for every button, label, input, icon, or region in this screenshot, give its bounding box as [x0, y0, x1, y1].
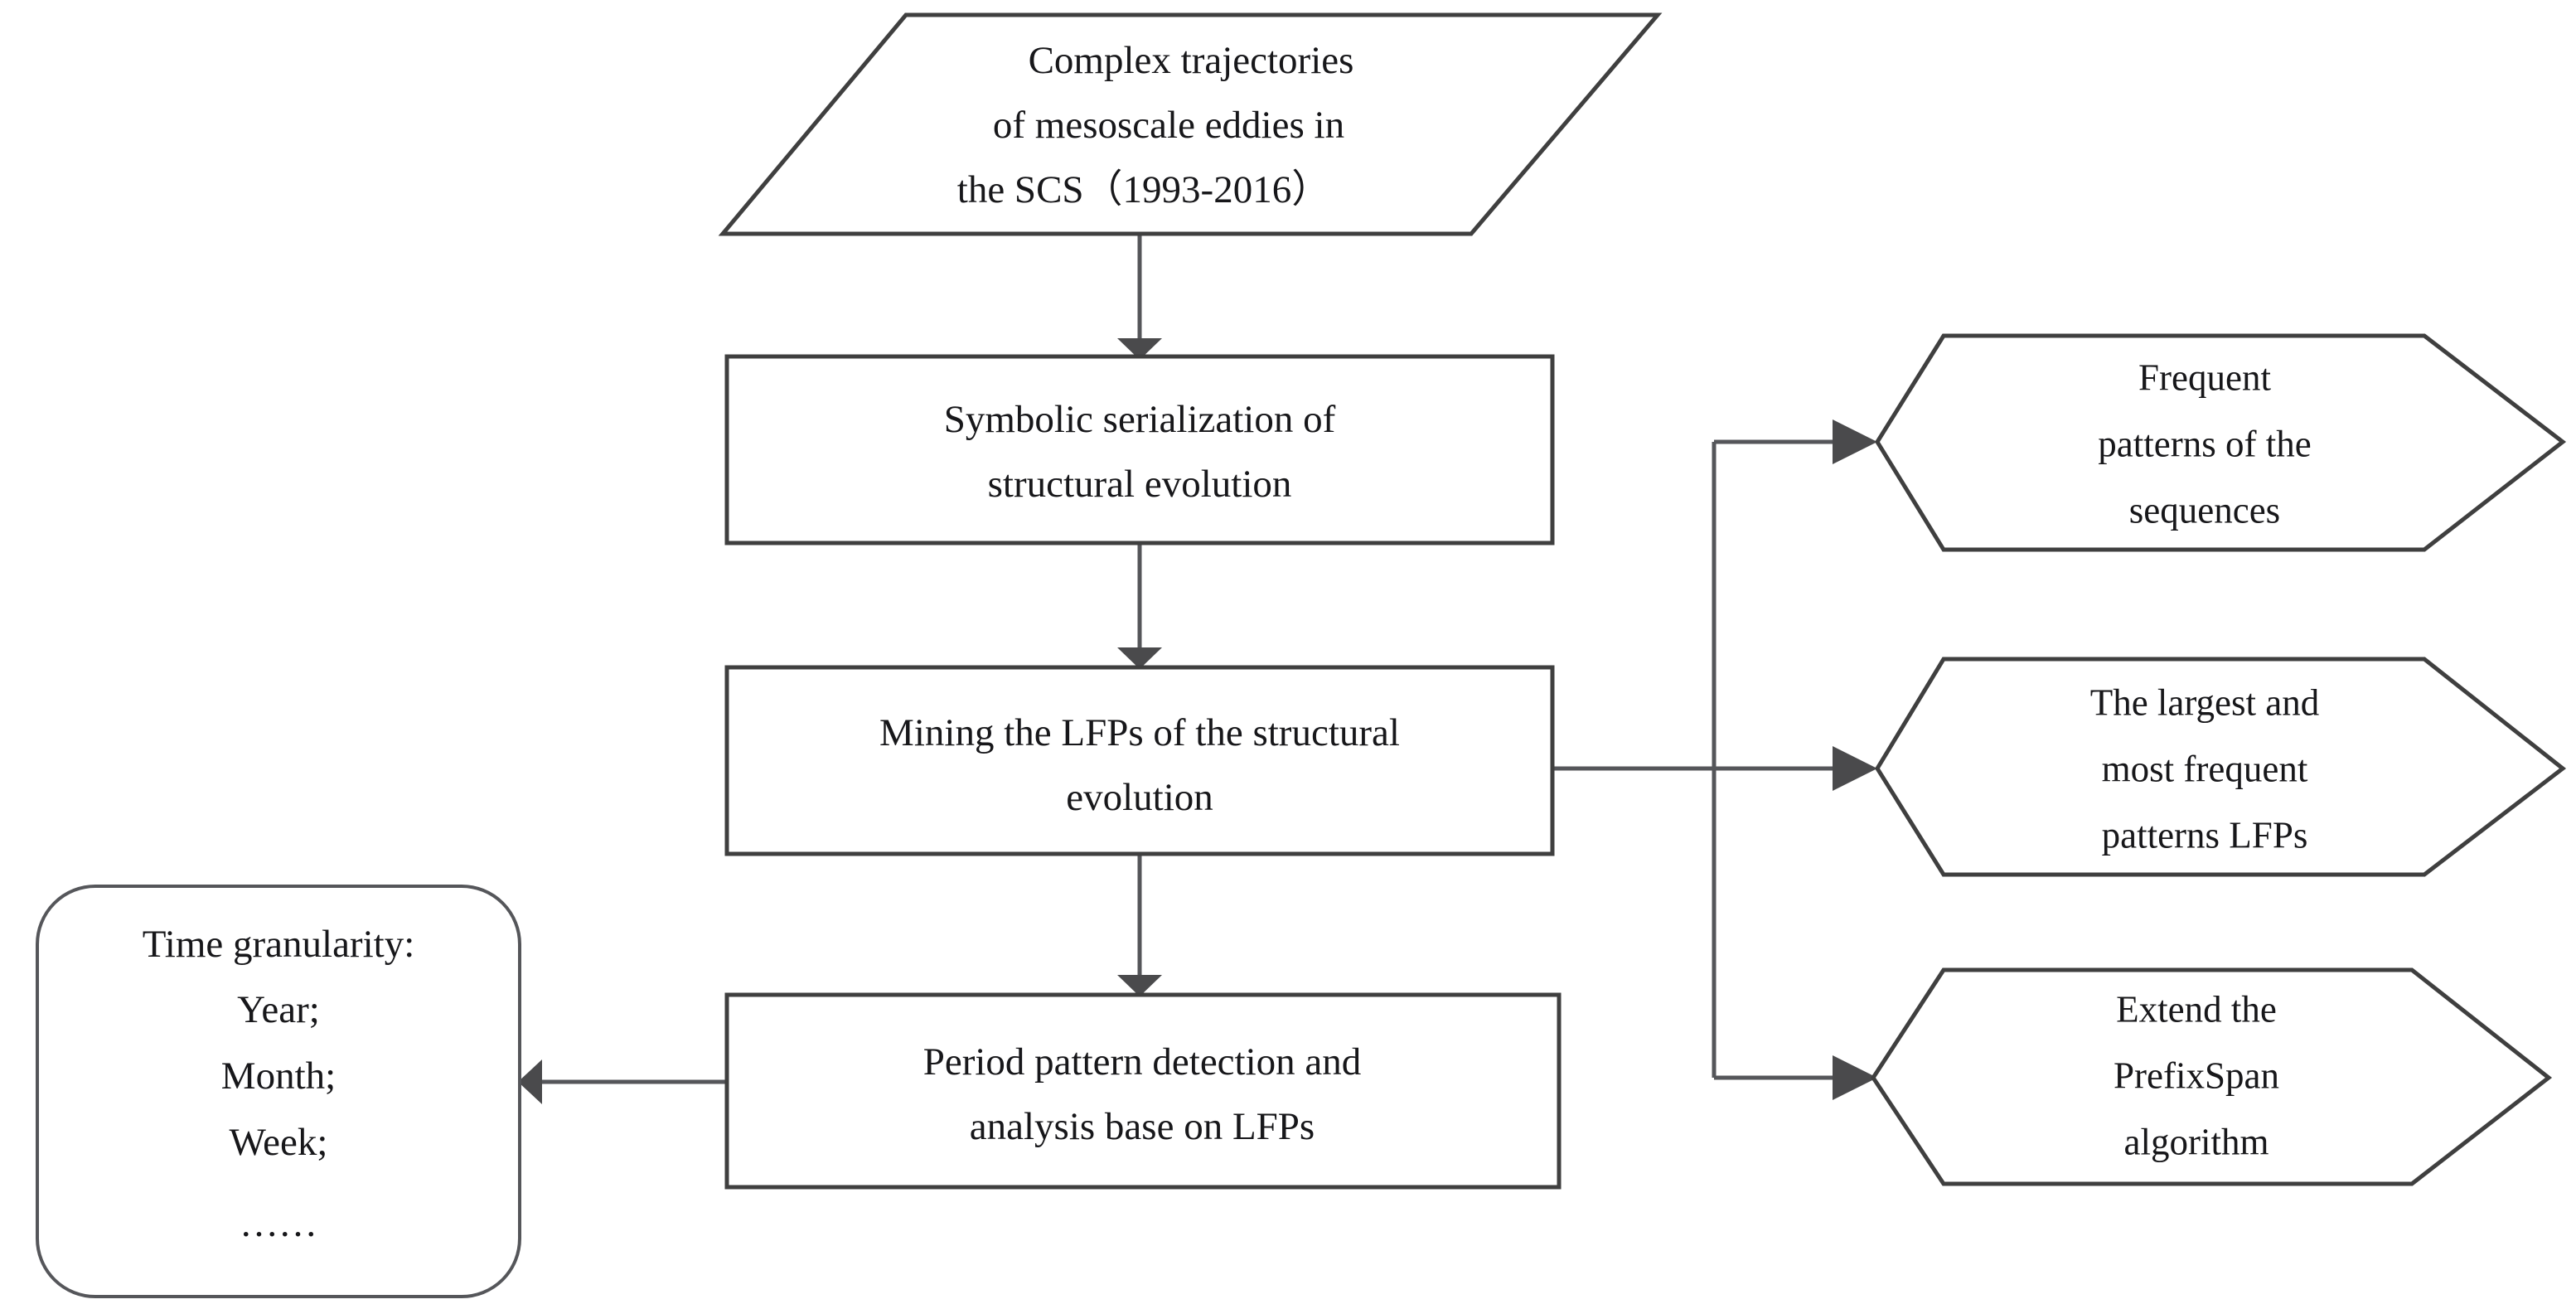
- arrowhead-left-icon: [518, 1059, 542, 1104]
- hexagon-shape: [1875, 333, 2567, 552]
- node-step-period[interactable]: Period pattern detection and analysis ba…: [724, 992, 1562, 1190]
- node-out-extend-algorithm-line-2: PrefixSpan: [2114, 1054, 2279, 1096]
- node-step-mining-line-2: evolution: [1066, 776, 1213, 819]
- edge-mining-to-period: [1117, 852, 1162, 996]
- edge-input-to-symbolic: [1117, 234, 1162, 360]
- node-out-extend-algorithm-line-1: Extend the: [2116, 988, 2277, 1030]
- node-step-period-line-1: Period pattern detection and: [923, 1040, 1362, 1084]
- node-step-symbolic-line-2: structural evolution: [988, 463, 1292, 506]
- node-time-granularity[interactable]: Time granularity: Year; Month; Week; ……: [36, 885, 521, 1298]
- node-input-data-line-2: of mesoscale eddies in: [993, 104, 1344, 147]
- node-step-symbolic[interactable]: Symbolic serialization of structural evo…: [724, 354, 1555, 545]
- arrowhead-right-icon-middle: [1833, 746, 1877, 791]
- arrowhead-down-icon: [1117, 975, 1162, 996]
- node-out-largest-patterns-line-2: most frequent: [2102, 748, 2308, 789]
- arrowhead-right-icon-top: [1833, 419, 1877, 464]
- node-out-extend-algorithm-line-3: algorithm: [2124, 1121, 2269, 1162]
- rectangle-shape: [724, 665, 1555, 856]
- edge-period-to-time-granularity: [518, 1059, 726, 1104]
- node-step-symbolic-line-1: Symbolic serialization of: [944, 398, 1336, 441]
- parallelogram-shape: [718, 12, 1663, 236]
- rectangle-shape: [724, 992, 1562, 1190]
- node-step-mining[interactable]: Mining the LFPs of the structural evolut…: [724, 665, 1555, 856]
- node-out-largest-patterns-line-1: The largest and: [2090, 681, 2320, 723]
- rectangle-shape: [724, 354, 1555, 545]
- hexagon-shape: [1875, 657, 2567, 877]
- connector-layer: [518, 234, 1877, 1104]
- edge-symbolic-to-mining: [1117, 543, 1162, 669]
- node-out-largest-patterns-line-3: patterns LFPs: [2102, 814, 2308, 856]
- node-time-granularity-line-5: ……: [240, 1202, 317, 1245]
- node-input-data-line-1: Complex trajectories: [1029, 39, 1354, 82]
- node-input-data[interactable]: Complex trajectories of mesoscale eddies…: [718, 12, 1663, 236]
- node-out-extend-algorithm[interactable]: Extend the PrefixSpan algorithm: [1871, 967, 2553, 1186]
- node-step-period-line-2: analysis base on LFPs: [970, 1105, 1315, 1148]
- node-out-frequent-patterns-line-3: sequences: [2129, 489, 2280, 531]
- node-step-mining-line-1: Mining the LFPs of the structural: [879, 711, 1400, 754]
- node-out-frequent-patterns-line-1: Frequent: [2138, 356, 2271, 398]
- node-out-frequent-patterns-line-2: patterns of the: [2098, 423, 2311, 464]
- node-time-granularity-line-3: Month;: [221, 1054, 336, 1098]
- node-out-largest-patterns[interactable]: The largest and most frequent patterns L…: [1875, 657, 2567, 877]
- node-input-data-line-3: the SCS（1993-2016）: [957, 168, 1330, 211]
- edge-mining-to-outputs: [1554, 419, 1877, 1100]
- arrowhead-right-icon-bottom: [1833, 1055, 1877, 1100]
- arrowhead-down-icon: [1117, 647, 1162, 669]
- node-time-granularity-line-2: Year;: [237, 988, 320, 1031]
- node-time-granularity-line-1: Time granularity:: [143, 923, 415, 966]
- node-out-frequent-patterns[interactable]: Frequent patterns of the sequences: [1875, 333, 2567, 552]
- node-time-granularity-line-4: Week;: [230, 1121, 328, 1164]
- hexagon-shape: [1871, 967, 2553, 1186]
- arrowhead-down-icon: [1117, 338, 1162, 360]
- rounded-rectangle-shape: [36, 885, 521, 1298]
